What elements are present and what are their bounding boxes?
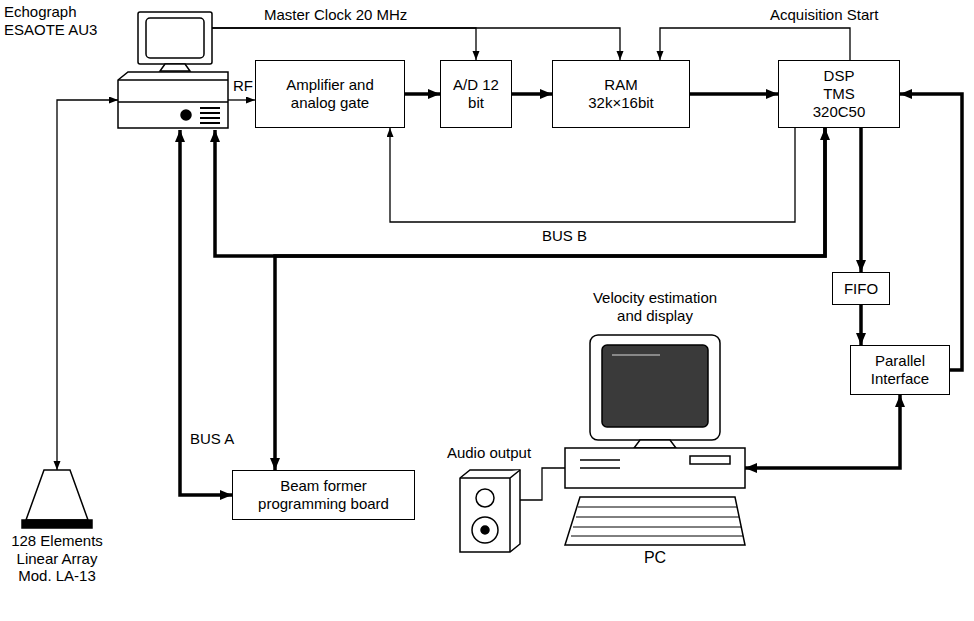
parallel-link: [745, 395, 900, 468]
connector-label: BUS B: [540, 227, 589, 244]
data-bus: [900, 94, 962, 370]
unit-name: PC: [615, 549, 695, 568]
box-label: Parallel Interface: [863, 352, 938, 387]
probe-unit: 128 Elements Linear Array Mod. LA-13: [22, 470, 92, 528]
data-bus: [690, 92, 778, 96]
data-bus: [512, 92, 552, 96]
system-bus: [275, 128, 825, 470]
speaker-unit: Audio output: [458, 470, 520, 552]
pc-unit: Velocity estimation and displayPC: [565, 335, 745, 545]
probe-cable: [57, 100, 118, 470]
process-box: A/D 12 bit: [440, 60, 512, 128]
unit-label: Echograph ESAOTE AU3: [4, 3, 110, 38]
box-label: Amplifier and analog gate: [265, 76, 395, 111]
unit-label: 128 Elements Linear Array Mod. LA-13: [2, 532, 112, 585]
box-label: DSP TMS 320C50: [808, 67, 870, 120]
connector-label: RF: [231, 77, 255, 94]
data-bus: [405, 92, 440, 96]
box-label: A/D 12 bit: [449, 76, 504, 111]
process-box: Amplifier and analog gate: [255, 60, 405, 128]
buffer-box: FIFO: [832, 272, 890, 305]
box-label: RAM 32k×16bit: [579, 76, 664, 111]
control-line: [660, 28, 850, 60]
control-bus: [390, 128, 795, 222]
clock-line: [212, 28, 476, 60]
connector-label: BUS A: [188, 430, 236, 447]
processor-box: DSP TMS 320C50: [778, 60, 900, 128]
connector-label: Master Clock 20 MHz: [262, 6, 409, 23]
echograph-drawing: [118, 12, 228, 128]
signal-line: [228, 99, 255, 100]
memory-box: RAM 32k×16bit: [552, 60, 690, 128]
echograph-unit: Echograph ESAOTE AU3: [118, 12, 228, 130]
process-box: Beam former programming board: [232, 470, 415, 520]
linear-array-probe: [22, 470, 92, 528]
interface-box: Parallel Interface: [850, 345, 950, 395]
data-bus: [859, 305, 863, 345]
unit-label: Audio output: [429, 444, 549, 462]
data-bus: [859, 128, 863, 272]
pc-drawing: [565, 335, 745, 545]
connector-label: Acquisition Start: [768, 6, 880, 23]
audio-cable: [520, 468, 565, 500]
box-label: Beam former programming board: [244, 477, 404, 512]
unit-label: Velocity estimation and display: [580, 289, 730, 324]
speaker-drawing: [460, 470, 520, 552]
clock-line: [212, 28, 620, 60]
system-bus: [215, 128, 825, 256]
box-label: FIFO: [844, 280, 878, 298]
